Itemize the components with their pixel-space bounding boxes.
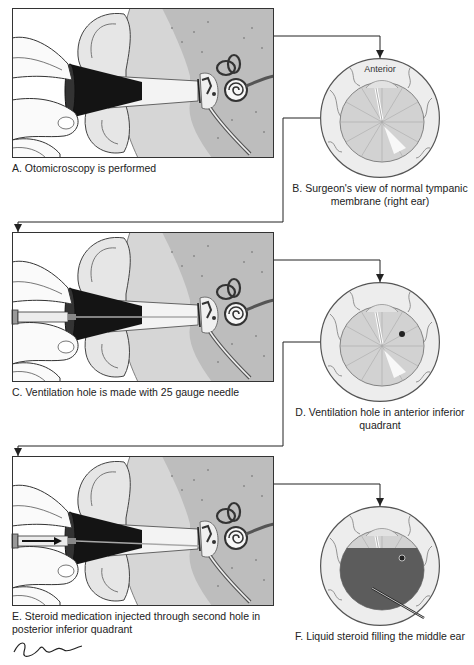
caption: F. Liquid steroid filling the middle ear	[290, 630, 470, 643]
flow-arrow	[274, 36, 380, 58]
illustration-panel: C. Ventilation hole is made with 25 gaug…	[12, 232, 274, 399]
otoscopic-view: D. Ventilation hole in anterior inferior…	[290, 282, 470, 432]
ear-cross-section	[12, 8, 274, 158]
caption: C. Ventilation hole is made with 25 gaug…	[12, 386, 274, 399]
panel-frame	[12, 456, 274, 606]
syringe	[12, 534, 199, 548]
view-outline	[321, 507, 440, 626]
ear-cross-section	[12, 456, 274, 606]
syringe	[12, 310, 198, 324]
liquid-steroid	[330, 548, 440, 628]
panel-frame	[12, 232, 274, 382]
view-circle	[320, 282, 440, 402]
caption: B. Surgeon's view of normal tympanic mem…	[290, 182, 470, 208]
orientation-label: Anterior	[362, 64, 398, 75]
tympanic-membrane	[321, 59, 439, 177]
view-outline	[321, 59, 440, 178]
otoscopic-view: F. Liquid steroid filling the middle ear	[290, 506, 470, 643]
ventilation-hole	[399, 331, 405, 337]
caption: D. Ventilation hole in anterior inferior…	[290, 406, 470, 432]
view-outline	[321, 283, 440, 402]
flow-arrow	[274, 260, 380, 282]
flow-arrow	[18, 342, 320, 456]
panel-frame	[12, 8, 274, 158]
signature	[14, 643, 82, 656]
caption: E. Steroid medication injected through s…	[12, 610, 274, 636]
ventilation-hole	[399, 555, 405, 561]
caption: A. Otomicroscopy is performed	[12, 162, 274, 175]
view-circle	[320, 506, 440, 626]
illustration-panel: A. Otomicroscopy is performed	[12, 8, 274, 175]
flow-arrow	[18, 118, 320, 232]
view-circle	[320, 58, 440, 178]
illustration-panel: E. Steroid medication injected through s…	[12, 456, 274, 636]
flow-arrow	[274, 484, 380, 506]
tympanic-membrane	[321, 283, 439, 401]
ear-cross-section	[12, 232, 274, 382]
otoscopic-view: Anterior B. Surgeon's view of normal tymp…	[290, 58, 470, 208]
